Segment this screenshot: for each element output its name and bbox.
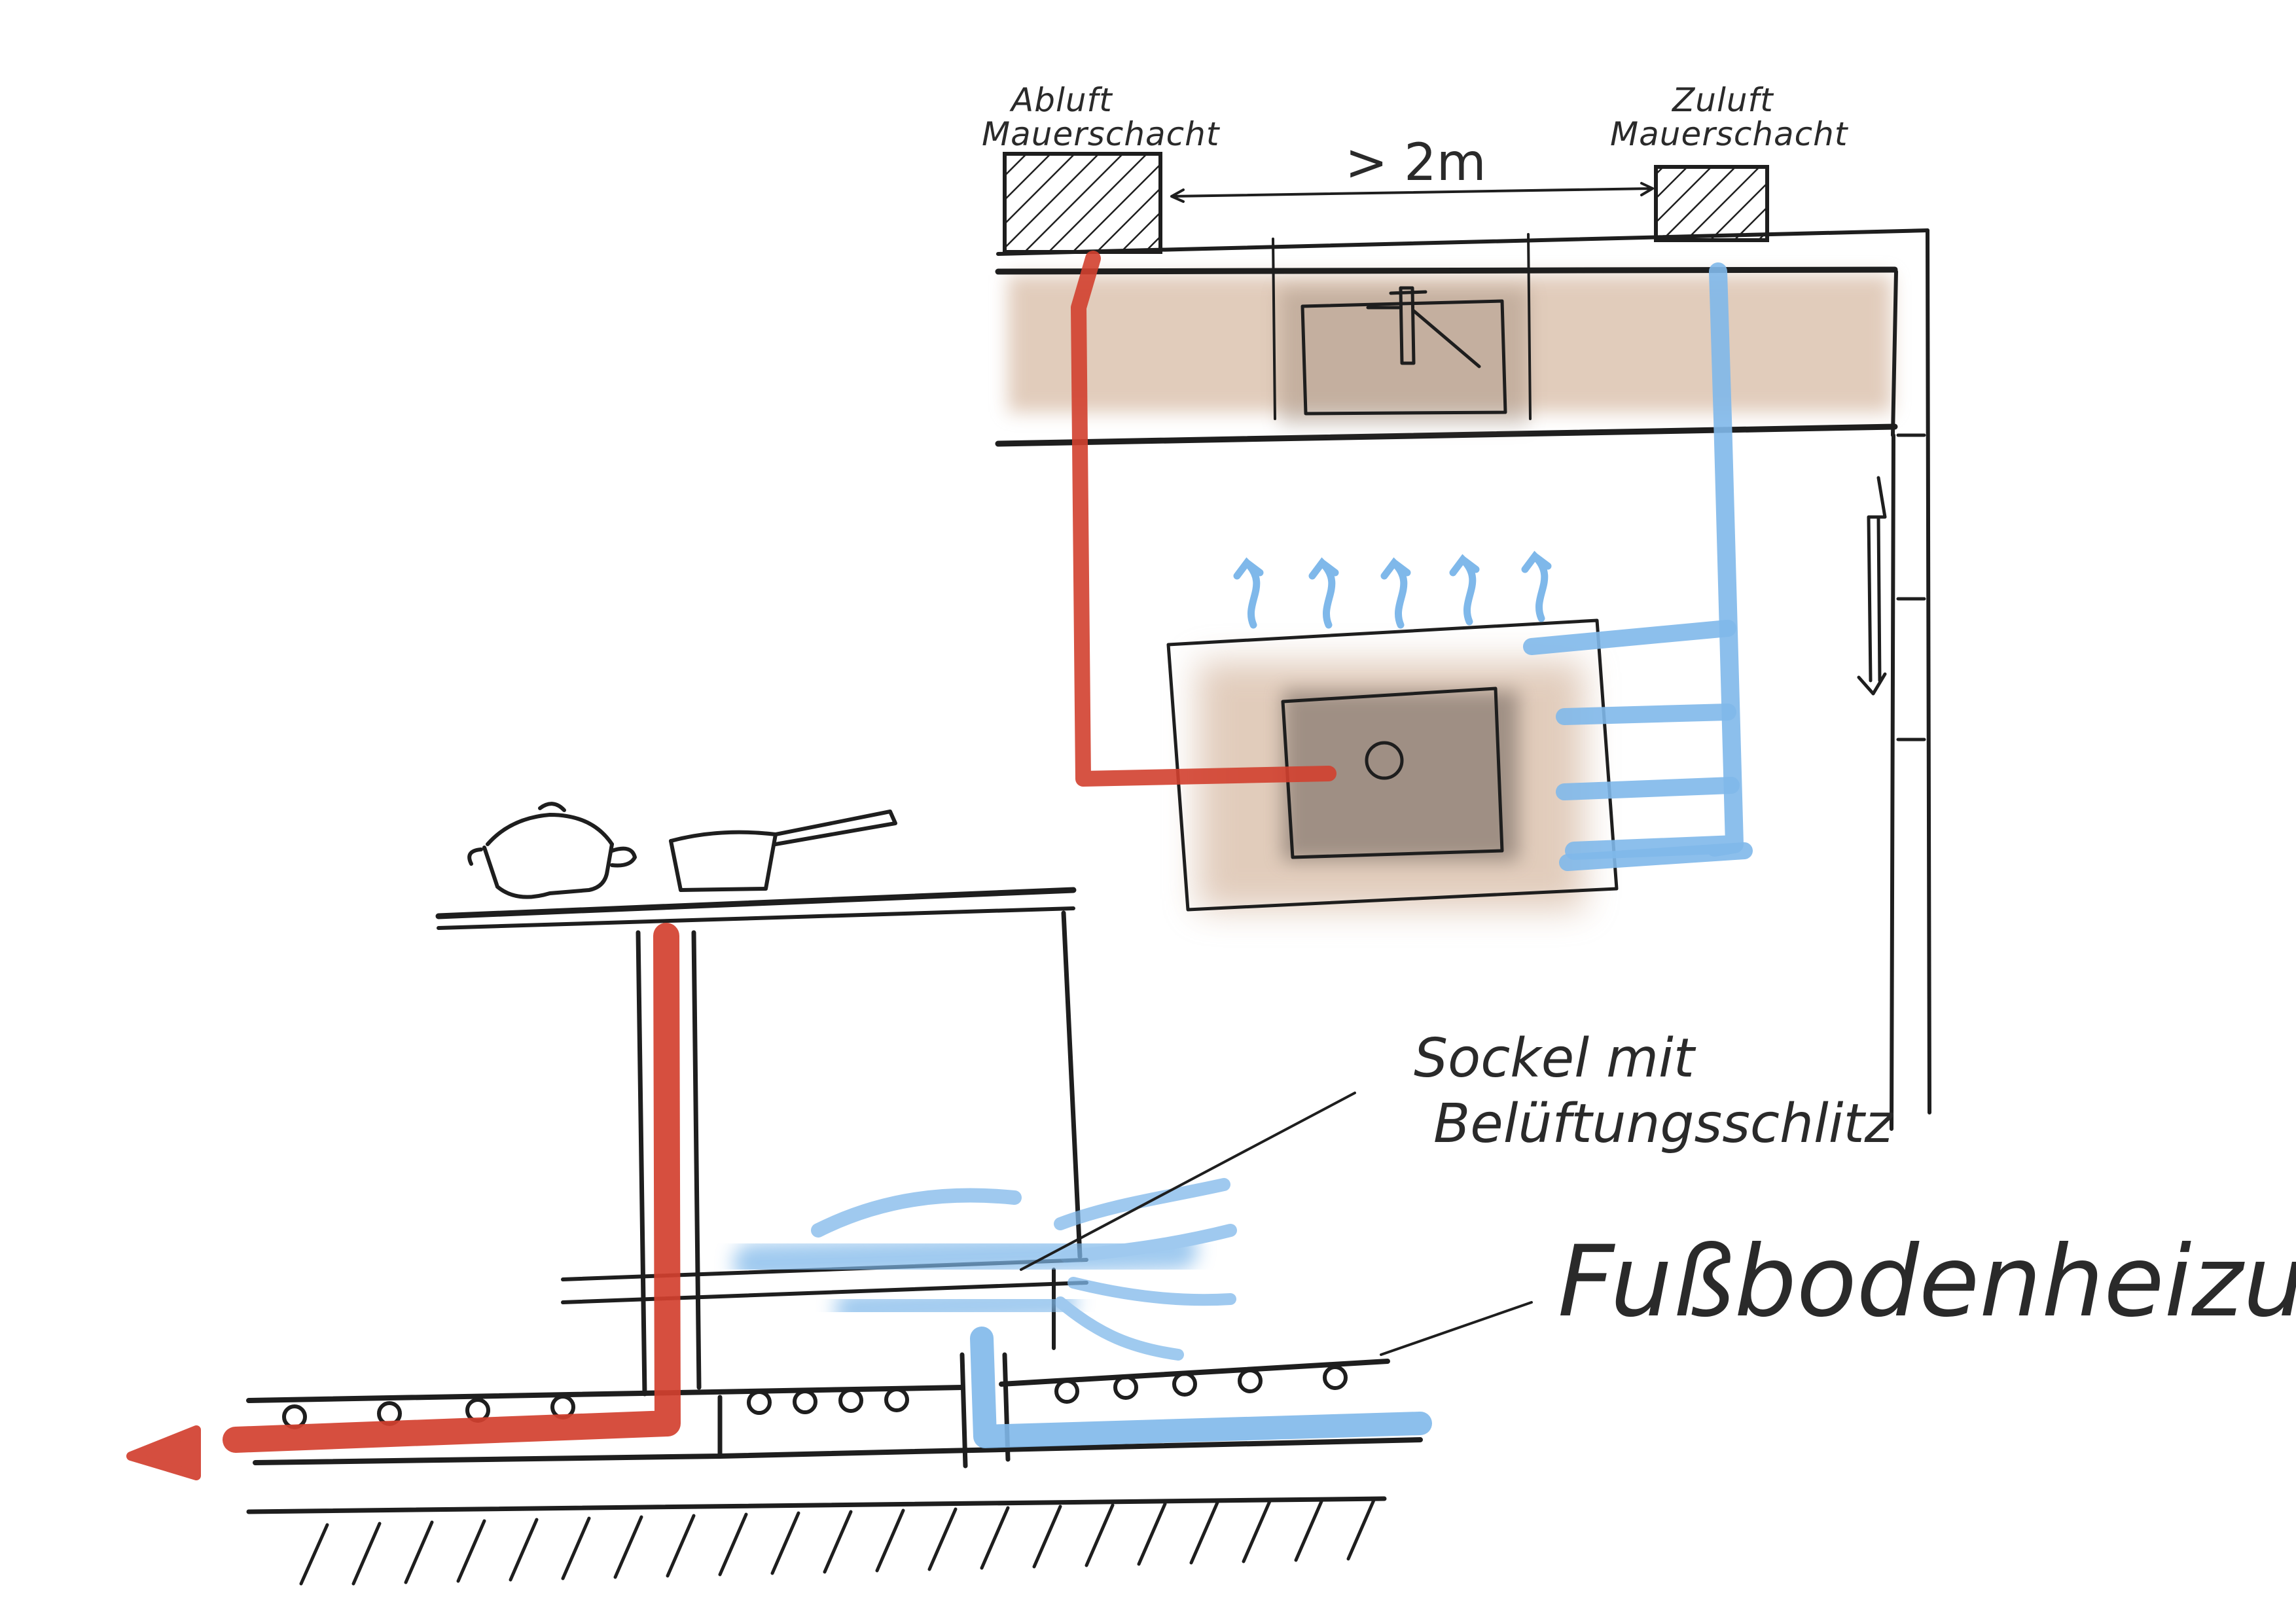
abluft-shaft — [1003, 152, 1162, 254]
plinth-airflow — [733, 1178, 1237, 1361]
exhaust-duct-section — [223, 923, 681, 1453]
abluft-shaft-label: Mauerschacht — [982, 115, 1221, 153]
sockel-label-line2: Belüftungsschlitz — [1433, 1093, 1894, 1155]
zuluft-label: Zuluft — [1671, 81, 1774, 119]
cabinet-front — [1061, 910, 1083, 1259]
cooktop-outline — [1281, 687, 1504, 859]
inner-wall-right — [1890, 270, 1898, 1131]
countertop-front-edge — [995, 423, 1898, 447]
counter-top-underside — [437, 906, 1075, 930]
abluft-label: Abluft — [1009, 81, 1113, 119]
sink-basin — [1300, 299, 1507, 416]
floor-heating-leader-line — [1380, 1301, 1533, 1356]
cabinet-left-wall — [636, 930, 647, 1397]
kitchen-island-outline — [1166, 618, 1619, 912]
exhaust-outlet-arrow — [126, 1425, 201, 1480]
zuluft-shaft — [1654, 165, 1769, 242]
downdraft-outlet — [1365, 741, 1404, 780]
floor-screed-bottom — [253, 1437, 1423, 1465]
rising-air-arrows — [1233, 550, 1552, 629]
cabinet-inner-wall — [691, 930, 702, 1390]
outer-wall-right — [1926, 228, 1931, 1115]
sockel-leader-line — [1020, 1092, 1356, 1271]
exhaust-duct-plan — [1071, 251, 1336, 787]
ground-hatch — [299, 1497, 1376, 1586]
outer-wall-top — [996, 228, 1929, 256]
door-marks — [1896, 433, 1926, 741]
slab-top — [246, 1496, 1387, 1514]
pot-with-lid — [467, 802, 637, 899]
distance-dimension-line — [1170, 182, 1654, 203]
floor-heating-label: Fußbodenheizung — [1558, 1225, 2296, 1339]
saucepan — [669, 810, 897, 892]
supply-duct-section — [970, 1327, 1432, 1448]
distance-label: > 2m — [1345, 134, 1486, 192]
zuluft-shaft-label: Mauerschacht — [1610, 115, 1849, 153]
countertop-back-edge — [995, 266, 1898, 275]
faucet — [1366, 286, 1481, 368]
door-swing-arrow — [1857, 476, 1887, 696]
sink-shade — [1280, 288, 1528, 425]
sockel-label-line1: Sockel mit — [1414, 1027, 1696, 1090]
floor-screed-top — [246, 1359, 1390, 1403]
supply-branches-plan — [1523, 620, 1753, 871]
counter-top-section — [435, 887, 1077, 919]
sink-cabinet-outline — [1272, 233, 1532, 420]
